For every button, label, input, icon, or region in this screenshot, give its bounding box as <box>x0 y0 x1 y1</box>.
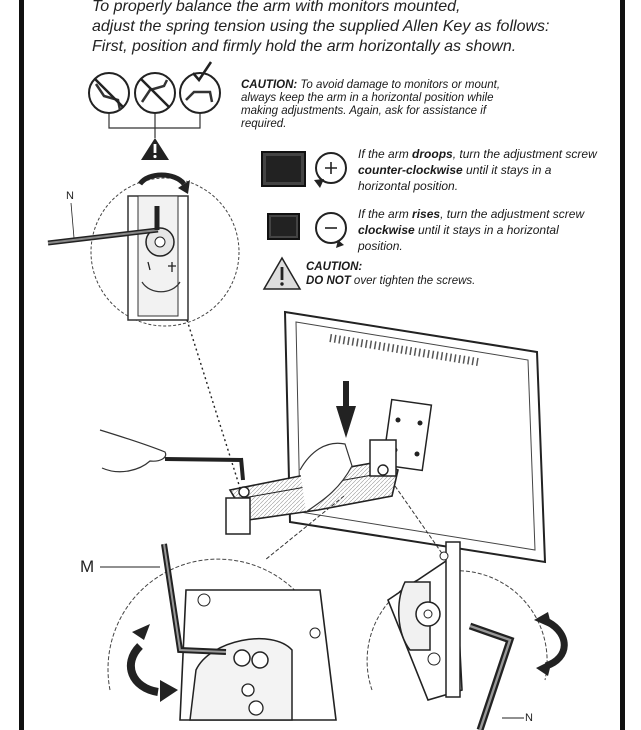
intro-line-2: adjust the spring tension using the supp… <box>92 18 550 35</box>
approved-arm-level-icon <box>179 61 221 114</box>
callout-n-top: N <box>66 190 74 202</box>
monitor-illustration <box>283 310 547 564</box>
allen-key-top-icon <box>47 202 160 246</box>
rises-mid: , turn the adjustment screw <box>440 207 585 221</box>
droops-mid: , turn the adjustment screw <box>452 147 597 161</box>
prohibited-arm-up-icon <box>134 72 176 114</box>
rises-key: rises <box>412 207 441 221</box>
right-border <box>620 0 625 730</box>
caution-bottom-label: CAUTION: <box>306 261 363 273</box>
hand-illustration <box>99 429 353 513</box>
left-border <box>19 0 24 730</box>
droops-pre: If the arm <box>358 147 413 161</box>
detail-circle-adjustment-top <box>90 172 240 327</box>
caution-top: CAUTION: To avoid damage to monitors or … <box>241 79 501 131</box>
callout-m: M <box>80 557 95 576</box>
droops-key: droops <box>412 147 453 161</box>
prohibited-arm-down-icon <box>88 72 130 114</box>
minus-rotate-icon <box>315 212 347 248</box>
detail-circle-adjustment-n <box>366 541 568 730</box>
callout-n-bottom: N <box>525 712 533 724</box>
rises-pre: If the arm <box>358 207 413 221</box>
intro-line-3: First, position and firmly hold the arm … <box>92 38 517 55</box>
droops-post: until it stays in a horizontal position. <box>358 163 552 193</box>
intro-line-1: To properly balance the arm with monitor… <box>92 0 461 15</box>
step-rises: If the arm rises, turn the adjustment sc… <box>358 206 598 254</box>
caution-bottom: CAUTION: DO NOT over tighten the screws. <box>306 260 526 288</box>
intro-text: To properly balance the arm with monitor… <box>92 0 612 57</box>
monitor-droops-icon <box>261 151 306 187</box>
caution-triangle-icon <box>262 256 302 290</box>
rises-direction: clockwise <box>358 223 415 237</box>
caution-bottom-do-not: DO NOT <box>306 275 351 287</box>
step-droops: If the arm droops, turn the adjustment s… <box>358 146 598 194</box>
monitor-rises-icon <box>267 213 300 240</box>
down-arrow-icon <box>336 381 356 438</box>
plus-rotate-icon <box>314 152 347 188</box>
caution-top-text: To avoid damage to monitors or mount, al… <box>241 79 501 130</box>
rises-post: until it stays in a horizontal position. <box>358 223 559 253</box>
detail-circle-adjustment-m <box>100 543 337 721</box>
droops-direction: counter-clockwise <box>358 163 463 177</box>
caution-top-label: CAUTION: <box>241 79 298 91</box>
warning-triangle-icon <box>141 138 169 160</box>
caution-bottom-text: over tighten the screws. <box>350 275 476 287</box>
